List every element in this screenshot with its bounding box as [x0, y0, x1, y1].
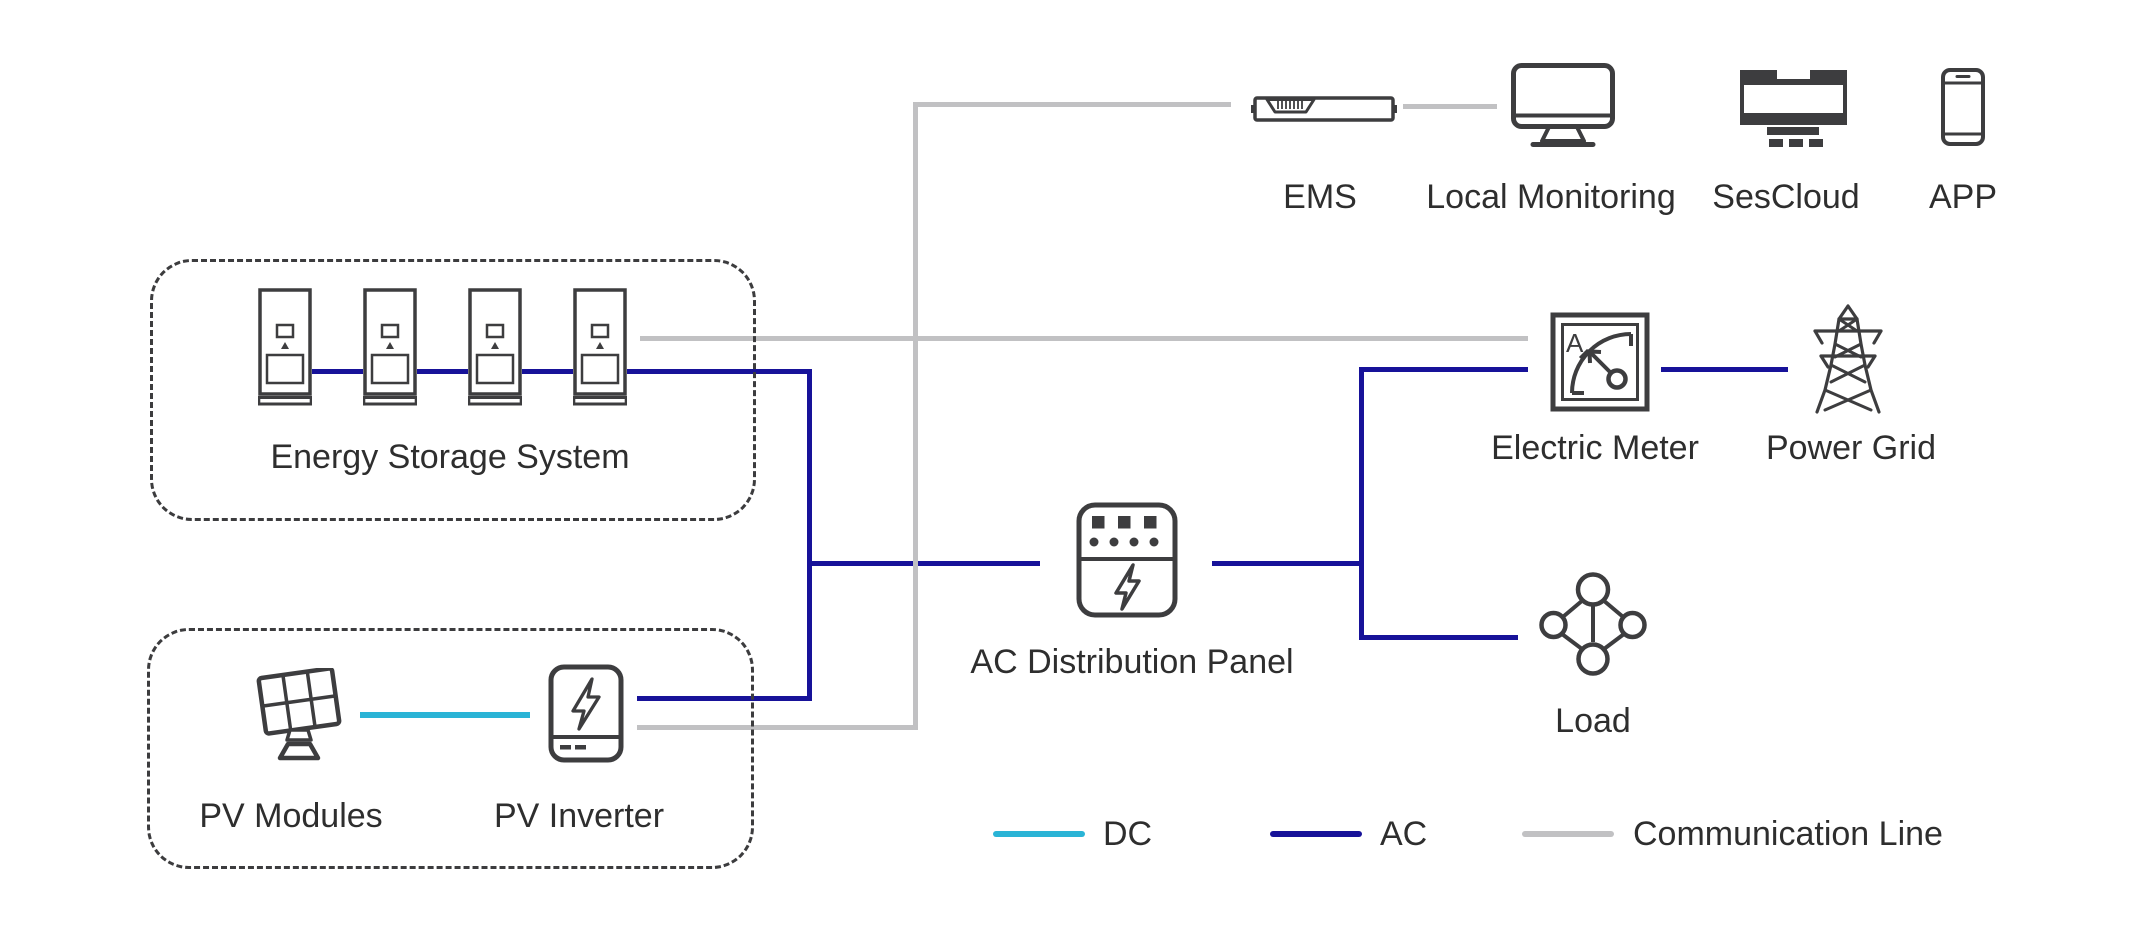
app-icon: [1941, 68, 1985, 146]
ac-line-ess-cab1-cab2: [312, 368, 363, 374]
pv-group-box: [147, 628, 754, 869]
comm-line-comm-ess-meter: [640, 335, 1528, 341]
battery-cabinet-icon: [468, 288, 522, 407]
pv-modules-label: PV Modules: [199, 797, 383, 835]
power-grid-label: Power Grid: [1765, 429, 1937, 467]
load-label: Load: [1555, 702, 1631, 740]
legend-comm-label: Communication Line: [1633, 815, 1943, 853]
ac-distribution-panel-icon: [1076, 502, 1178, 618]
pv-inverter-icon: [548, 664, 624, 763]
ac-line-meter-feed: [1359, 366, 1528, 372]
ac-line-branch-vertical: [1358, 369, 1364, 640]
ac-line-meter-grid: [1661, 366, 1788, 372]
ac-line-inverter-ac: [637, 695, 812, 701]
legend-ac-label: AC: [1380, 815, 1428, 853]
dc-line-pv-dc: [360, 712, 530, 718]
battery-cabinet-icon: [258, 288, 312, 407]
ems-label: EMS: [1283, 178, 1357, 216]
sescloud-label: SesCloud: [1712, 178, 1860, 216]
ac-line-ess-cab3-cab4: [522, 368, 573, 374]
electric-meter-label: Electric Meter: [1491, 429, 1699, 467]
ac-line-panel-out: [1212, 560, 1364, 566]
ac-line-load-feed: [1359, 634, 1518, 640]
comm-line-comm-inverter: [637, 724, 918, 730]
legend-comm-swatch: [1522, 831, 1614, 837]
ac-line-panel-feed: [809, 560, 1040, 566]
legend-dc-label: DC: [1103, 815, 1153, 853]
ac-line-ess-cab2-cab3: [417, 368, 468, 374]
ac-line-ess-drop: [806, 369, 812, 700]
comm-line-comm-riser: [912, 104, 918, 730]
power-grid-icon: [1808, 302, 1888, 414]
sescloud-icon: [1740, 70, 1847, 147]
legend-ac-swatch: [1270, 831, 1362, 837]
battery-cabinet-icon: [573, 288, 627, 407]
pv-inverter-label: PV Inverter: [493, 797, 665, 835]
ems-icon: [1251, 92, 1397, 126]
ess-group-label: Energy Storage System: [270, 438, 630, 476]
svg-text:A: A: [1566, 328, 1584, 358]
pv-modules-icon: [252, 668, 347, 763]
comm-line-comm-top: [913, 101, 1231, 107]
battery-cabinet-icon: [363, 288, 417, 407]
ess-group-box: [150, 259, 756, 521]
comm-line-comm-ems-monitor: [1403, 103, 1497, 109]
ac-panel-label: AC Distribution Panel: [970, 643, 1294, 681]
local-monitoring-icon: [1511, 63, 1615, 148]
electric-meter-icon: A: [1550, 312, 1650, 412]
legend-dc-swatch: [993, 831, 1085, 837]
app-label: APP: [1928, 178, 1998, 216]
load-icon: [1538, 572, 1648, 678]
ac-line-ess-out: [627, 368, 809, 374]
local-monitoring-label: Local Monitoring: [1426, 178, 1676, 216]
